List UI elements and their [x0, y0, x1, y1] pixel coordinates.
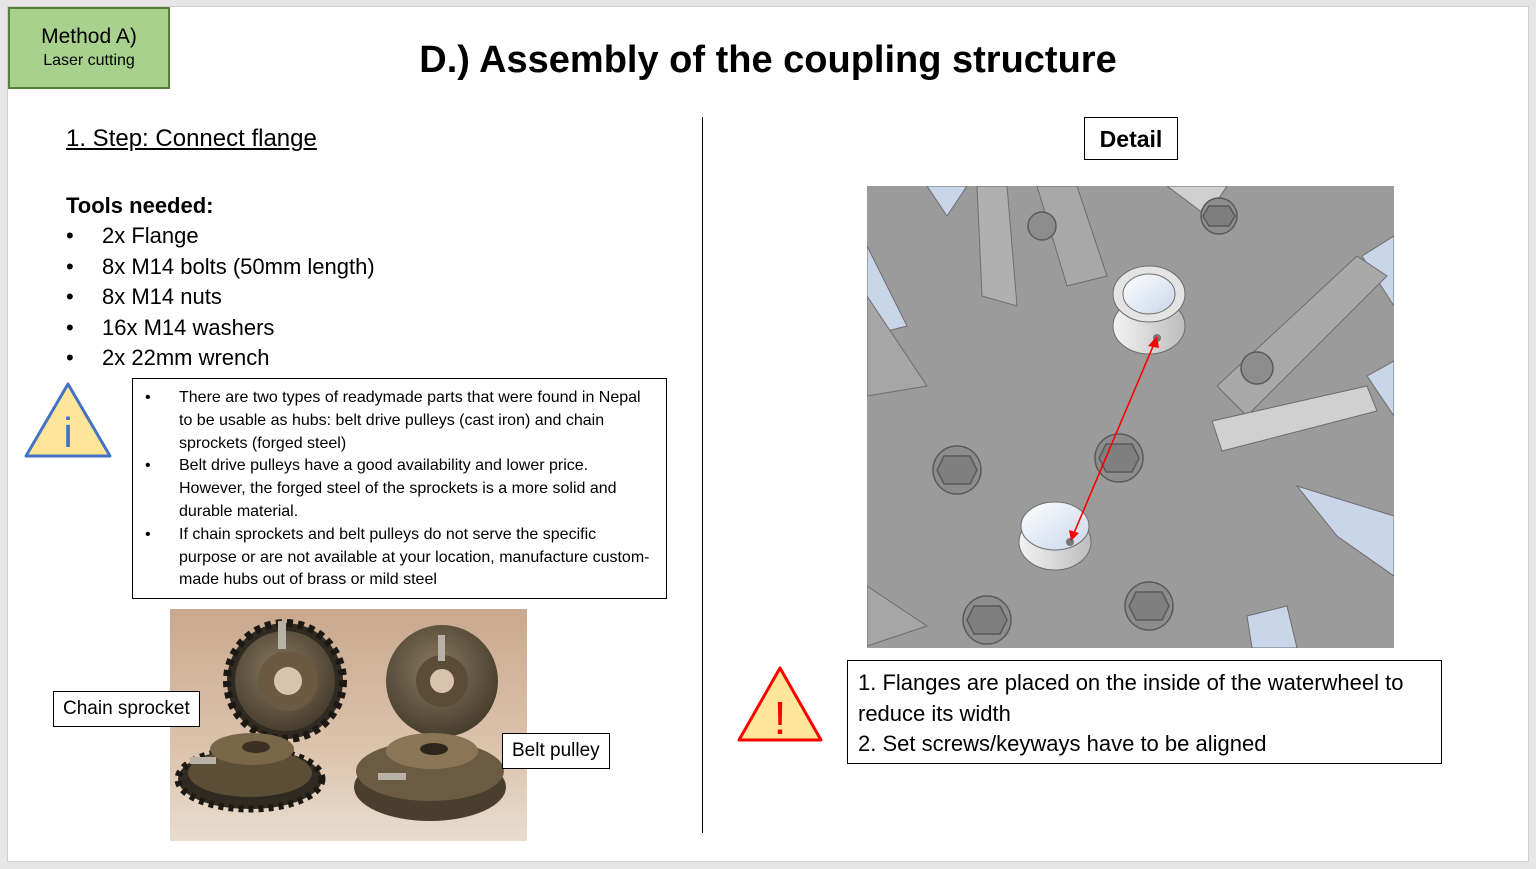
pulley-front: [354, 733, 506, 821]
warning-line: 1. Flanges are placed on the inside of t…: [858, 670, 1404, 726]
warning-note: 1. Flanges are placed on the inside of t…: [847, 660, 1442, 764]
step-title: 1. Step: Connect flange: [66, 125, 317, 152]
sprocket-back: [223, 619, 347, 743]
bullet-icon: •: [66, 314, 74, 340]
list-item: • 8x M14 nuts: [66, 282, 375, 313]
slide: Method A) Laser cutting D.) Assembly of …: [7, 6, 1529, 862]
boss-bottom: [1018, 501, 1092, 571]
info-icon: i: [24, 382, 112, 458]
tool-item: 16x M14 washers: [102, 314, 275, 340]
method-title: Method A): [41, 25, 137, 48]
alignment-arrow: [1069, 336, 1159, 541]
page-title: D.) Assembly of the coupling structure: [419, 39, 1117, 81]
tools-heading: Tools needed:: [66, 193, 214, 218]
warning-icon: !: [737, 666, 823, 744]
info-glyph: i: [63, 409, 72, 456]
info-list: There are two types of readymade parts t…: [133, 379, 666, 592]
boss-top: [1112, 265, 1186, 355]
bullet-icon: •: [66, 253, 74, 279]
bolt-heads: [932, 197, 1274, 645]
sprocket-front: [174, 733, 326, 813]
detail-label: Detail: [1084, 117, 1178, 160]
list-item: • 8x M14 bolts (50mm length): [66, 252, 375, 283]
tool-item: 2x Flange: [102, 223, 199, 248]
hubs-photo: [170, 609, 527, 841]
info-box: There are two types of readymade parts t…: [132, 378, 667, 599]
info-item: Belt drive pulleys have a good availabil…: [143, 455, 656, 523]
bullet-icon: •: [66, 284, 74, 309]
belt-pulley-label: Belt pulley: [502, 733, 610, 769]
warning-glyph: !: [774, 692, 787, 744]
bullet-icon: •: [66, 223, 74, 248]
method-subtitle: Laser cutting: [43, 52, 135, 69]
tool-item: 2x 22mm wrench: [102, 345, 270, 370]
list-item: • 2x 22mm wrench: [66, 343, 375, 374]
tool-item: 8x M14 bolts (50mm length): [102, 253, 375, 279]
list-item: • 2x Flange: [66, 221, 375, 252]
method-badge: Method A) Laser cutting: [8, 7, 170, 89]
info-item: If chain sprockets and belt pulleys do n…: [143, 524, 656, 592]
detail-render: [867, 186, 1394, 648]
column-divider: [702, 117, 703, 833]
chain-sprocket-label: Chain sprocket: [53, 691, 200, 727]
bullet-icon: •: [66, 345, 74, 370]
tool-item: 8x M14 nuts: [102, 284, 222, 309]
warning-line: 2. Set screws/keyways have to be aligned: [858, 731, 1267, 756]
info-item: There are two types of readymade parts t…: [143, 387, 656, 455]
tools-list: • 2x Flange • 8x M14 bolts (50mm length) •…: [66, 221, 375, 374]
list-item: • 16x M14 washers: [66, 313, 375, 344]
pulley-back: [386, 625, 498, 737]
